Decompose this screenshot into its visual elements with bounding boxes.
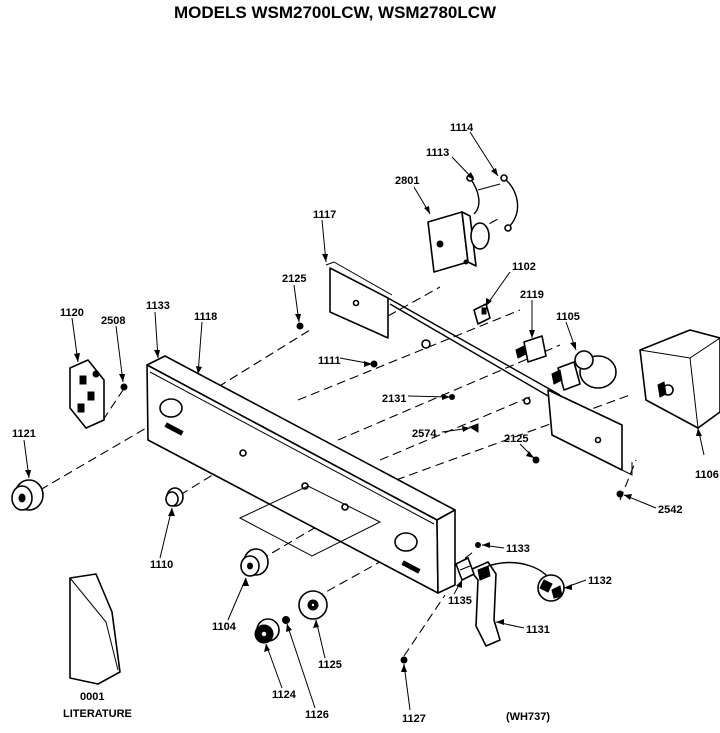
label-2542: 2542 (658, 504, 682, 516)
terminal-1132 (537, 574, 565, 602)
label-literature: LITERATURE (63, 708, 132, 720)
screw-2125-lower (532, 456, 540, 464)
knob-1104 (240, 548, 269, 577)
label-1121: 1121 (12, 428, 36, 440)
knob-1124 (254, 618, 280, 644)
label-2508: 2508 (101, 315, 125, 327)
rear-bracket-1117 (325, 261, 633, 476)
diagram-code: (WH737) (506, 711, 550, 723)
clip-1126 (282, 616, 290, 624)
screw-2131 (449, 394, 455, 400)
label-2125-upper: 2125 (282, 273, 306, 285)
label-1117: 1117 (313, 209, 336, 221)
label-1126: 1126 (305, 709, 329, 721)
label-2131: 2131 (382, 393, 406, 405)
literature-booklet (69, 573, 121, 685)
label-1118: 1118 (194, 311, 217, 323)
label-2574: 2574 (412, 428, 437, 440)
lampholder-1135 (455, 557, 475, 581)
label-1133-bracket: 1133 (506, 543, 530, 555)
label-1105: 1105 (556, 311, 580, 323)
label-1124: 1124 (272, 689, 297, 701)
screw-2542 (616, 490, 624, 498)
label-1102: 1102 (512, 261, 536, 273)
label-1131: 1131 (526, 624, 550, 636)
diagram-title: MODELS WSM2700LCW, WSM2780LCW (174, 3, 497, 22)
screw-1133-bracket (475, 542, 481, 548)
screw-2508 (120, 383, 128, 391)
control-panel-1118 (146, 355, 456, 594)
switch-2119 (515, 335, 547, 363)
label-1127: 1127 (402, 713, 426, 725)
label-1125: 1125 (318, 659, 342, 671)
label-1113: 1113 (426, 147, 449, 159)
screw-2574 (468, 423, 479, 433)
label-1135: 1135 (448, 595, 472, 607)
label-1120: 1120 (60, 307, 84, 319)
bracket-1120 (69, 359, 105, 429)
label-1111: 1111 (318, 355, 341, 367)
label-1133-panel: 1133 (146, 300, 170, 312)
label-1132: 1132 (588, 575, 612, 587)
leader-arrowheads (25, 168, 702, 672)
label-0001: 0001 (80, 691, 104, 703)
bracket-1131 (469, 561, 553, 647)
label-2119: 2119 (520, 289, 544, 301)
label-1106: 1106 (695, 469, 719, 481)
knob-1121 (11, 479, 44, 511)
motor-1105 (551, 350, 617, 391)
transformer-box-1106 (639, 329, 720, 429)
label-2125-lower: 2125 (504, 433, 528, 445)
part-labels: 1114 1113 2801 1117 2125 1102 2119 1105 … (12, 122, 719, 725)
screw-1127 (400, 656, 408, 664)
switch-1102 (473, 303, 491, 325)
button-1110 (165, 487, 184, 507)
timer-motor-2801 (427, 211, 490, 273)
label-2801: 2801 (395, 175, 419, 187)
label-1110: 1110 (150, 559, 173, 571)
label-1114: 1114 (450, 122, 474, 134)
screw-2125-upper (296, 322, 304, 330)
dial-1125 (298, 590, 328, 620)
label-1104: 1104 (212, 621, 237, 633)
